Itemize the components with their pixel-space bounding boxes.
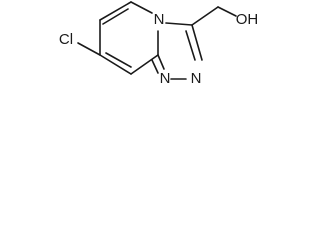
structure-drawing: Cl N N N OH	[59, 1, 259, 87]
bond-c3-n2-double	[185, 30, 196, 61]
molecule-structure: Cl N N N OH	[0, 0, 259, 111]
bond-c8a-n1-double	[151, 59, 159, 74]
bond-c7-c8-double	[105, 52, 132, 68]
bond-ch2-oh	[217, 6, 237, 17]
nitrogen-bridgehead-label: N	[154, 11, 165, 28]
chlorine-label: Cl	[59, 31, 73, 48]
nitrogen-triazole-label-2: N	[191, 70, 202, 87]
bond-c5-c6-double	[102, 8, 129, 25]
hydroxyl-label: OH	[236, 11, 259, 28]
bond-c3-n2	[191, 24, 203, 61]
bond-c7-cl	[77, 42, 101, 56]
bond-c7-c8	[99, 54, 132, 75]
nitrogen-triazole-label-1: N	[160, 70, 171, 87]
bond-c8a-n1	[157, 54, 165, 70]
bond-n4-c5	[130, 1, 153, 14]
bond-c5-c6	[99, 1, 132, 21]
bond-c3-ch2	[191, 6, 219, 26]
bond-c8-c8a	[130, 54, 159, 75]
bond-n4-c3	[165, 22, 193, 26]
